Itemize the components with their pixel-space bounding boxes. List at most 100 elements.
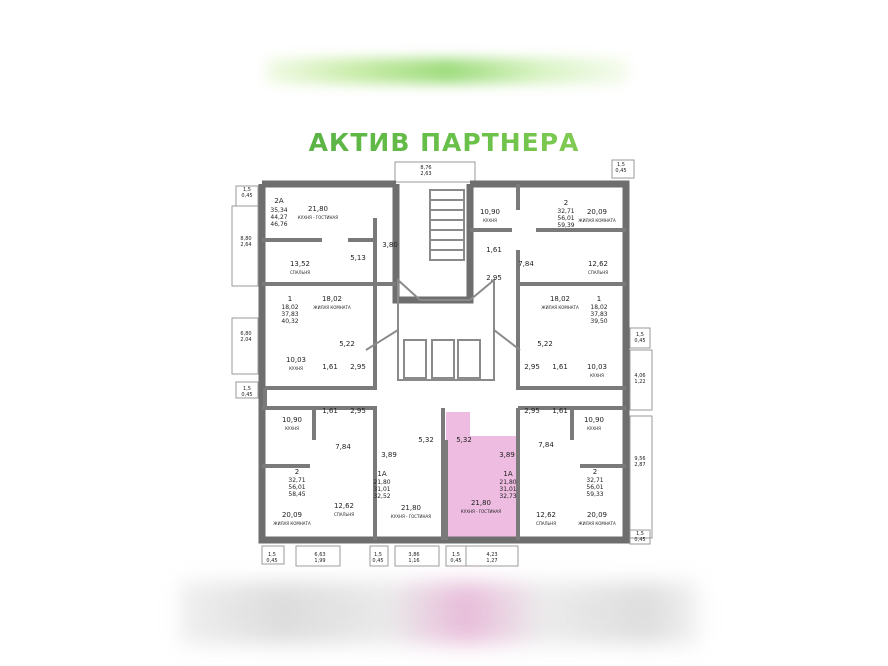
area-line: 0,45	[372, 558, 383, 564]
room-label: 5,32	[418, 436, 434, 444]
area-line: 32,71	[557, 208, 574, 215]
room-label: 2	[593, 468, 597, 476]
area-line: 1,5	[374, 552, 382, 558]
area-line: 31,01	[499, 486, 516, 493]
room-label: 18,02	[322, 295, 342, 303]
area-line: 18,02	[281, 304, 298, 311]
blurred-header-band	[265, 58, 630, 84]
room-label: 2,95	[350, 363, 366, 371]
room-label: 10,90	[480, 208, 500, 216]
room-label: 5,22	[339, 340, 355, 348]
area-line: 59,39	[557, 222, 574, 229]
room-sublabel: СПАЛЬНЯ	[536, 521, 556, 526]
plan-title: АКТИВ ПАРТНЕРА	[0, 128, 888, 157]
room-label: 20,09	[587, 511, 607, 519]
room-label: 21,80	[308, 205, 328, 213]
room-label: 3,89	[381, 451, 397, 459]
area-line: 37,83	[590, 311, 607, 318]
area-line: 1,5	[243, 187, 251, 193]
area-line: 0,45	[634, 537, 645, 543]
area-line: 35,34	[270, 207, 287, 214]
room-label: 7,84	[518, 260, 534, 268]
room-label: 1А	[377, 470, 386, 478]
room-label: 1,61	[322, 363, 338, 371]
area-line: 56,01	[586, 484, 603, 491]
area-line: 0,45	[615, 168, 626, 174]
blurred-footer-band	[180, 582, 700, 644]
area-line: 31,01	[373, 486, 390, 493]
room-label: 2,95	[524, 407, 540, 415]
area-line: 6,63	[314, 552, 325, 558]
room-label: 1	[597, 295, 601, 303]
room-sublabel: СПАЛЬНЯ	[588, 270, 608, 275]
room-label: 10,03	[286, 356, 306, 364]
room-label: 2,95	[350, 407, 366, 415]
room-label: 1,61	[552, 363, 568, 371]
room-label: 1А	[503, 470, 512, 478]
area-line: 2,64	[240, 242, 251, 248]
room-sublabel: КУХНЯ	[285, 426, 299, 431]
area-line: 0,45	[266, 558, 277, 564]
area-line: 2,04	[240, 337, 251, 343]
room-label: 20,09	[587, 208, 607, 216]
area-line: 56,01	[557, 215, 574, 222]
area-line: 46,76	[270, 221, 287, 228]
room-sublabel: КУХНЯ - ГОСТИНАЯ	[391, 514, 431, 519]
area-line: 2,63	[420, 171, 431, 177]
room-label: 12,62	[334, 502, 354, 510]
room-sublabel: КУХНЯ - ГОСТИНАЯ	[298, 215, 338, 220]
area-line: 32,73	[499, 493, 516, 500]
room-label: 2	[564, 199, 568, 207]
room-label: 2,95	[524, 363, 540, 371]
room-label: 2,95	[486, 274, 502, 282]
area-line: 56,01	[288, 484, 305, 491]
area-line: 58,45	[288, 491, 305, 498]
room-label: 20,09	[282, 511, 302, 519]
room-label: 10,90	[584, 416, 604, 424]
room-sublabel: КУХНЯ - ГОСТИНАЯ	[461, 509, 501, 514]
room-sublabel: ЖИЛАЯ КОМНАТА	[273, 521, 311, 526]
room-label: 18,02	[550, 295, 570, 303]
area-line: 32,52	[373, 493, 390, 500]
area-line: 1,22	[634, 379, 645, 385]
area-line: 32,71	[288, 477, 305, 484]
room-label: 1	[288, 295, 292, 303]
area-line: 39,50	[590, 318, 607, 325]
room-label: 7,84	[538, 441, 554, 449]
area-line: 3,86	[408, 552, 419, 558]
room-label: 1,61	[322, 407, 338, 415]
room-label: 7,84	[335, 443, 351, 451]
room-sublabel: СПАЛЬНЯ	[290, 270, 310, 275]
room-label: 3,80	[382, 241, 398, 249]
room-label: 1,61	[552, 407, 568, 415]
room-sublabel: КУХНЯ	[590, 373, 604, 378]
room-label: 12,62	[588, 260, 608, 268]
room-label: 10,03	[587, 363, 607, 371]
area-line: 1,5	[452, 552, 460, 558]
interior-walls	[262, 184, 626, 540]
room-label: 2	[295, 468, 299, 476]
area-line: 0,45	[634, 338, 645, 344]
room-label: 5,32	[456, 436, 472, 444]
area-line: 4,23	[486, 552, 497, 558]
